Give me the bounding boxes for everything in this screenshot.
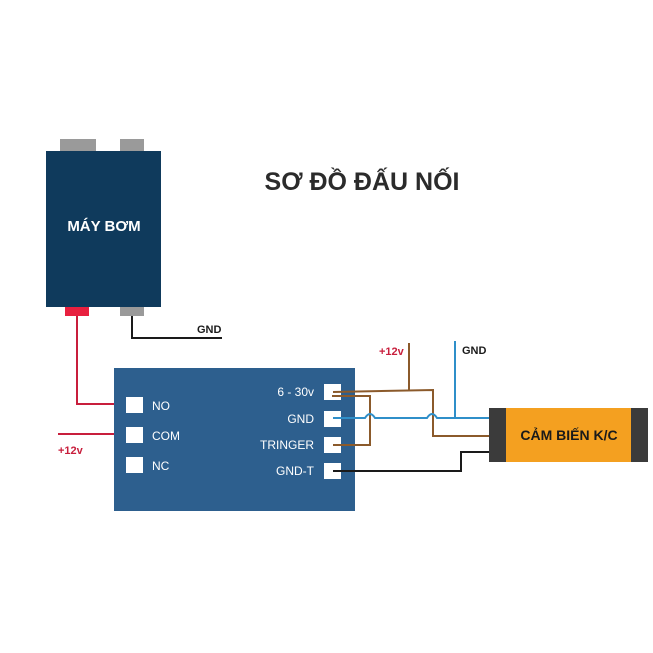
relay-module: NO COM NC 6 - 30v GND TRINGER GND-T [114,368,355,511]
terminal-nc-label: NC [152,459,170,473]
pump-positive-terminal [65,307,89,316]
terminal-com [126,427,143,443]
pump-top-terminal-left [60,139,96,152]
sensor-label: CẢM BIẾN K/C [520,427,617,443]
label-sensor-gnd: GND [462,345,487,357]
sensor-left-cap [489,408,507,462]
wire-pump-to-no [76,316,128,405]
sensor-body [506,408,632,462]
terminal-gnd [324,411,341,427]
terminal-trigger-label: TRINGER [260,438,314,452]
pump-body [46,151,161,307]
relay-board [114,368,355,511]
page-title: SƠ ĐỒ ĐẤU NỐI [265,166,460,196]
wire-trigger-loop [332,395,371,446]
terminal-trigger [324,437,341,453]
distance-sensor: CẢM BIẾN K/C [489,408,648,462]
terminal-supply-label: 6 - 30v [277,385,314,399]
terminal-com-label: COM [152,429,180,443]
terminal-gnd-label: GND [287,412,314,426]
terminal-gnd-t-label: GND-T [276,464,315,478]
wire-pump-gnd [131,316,222,339]
pump-label: MÁY BƠM [67,218,140,235]
label-sensor-supply: +12v [379,346,405,358]
pump: MÁY BƠM [46,139,161,316]
label-pump-gnd: GND [197,324,222,336]
pump-negative-terminal [120,307,144,316]
wire-supply-to-sensor [332,388,494,437]
terminal-no [126,397,143,413]
wire-gnd-to-sensor [333,413,494,419]
terminal-nc [126,457,143,473]
wire-gnd-t-to-sensor [333,451,494,472]
label-com-supply: +12v [58,445,84,457]
terminal-no-label: NO [152,399,170,413]
terminal-gnd-t [324,463,341,479]
sensor-right-cap [631,408,648,462]
pump-top-terminal-right [120,139,144,152]
